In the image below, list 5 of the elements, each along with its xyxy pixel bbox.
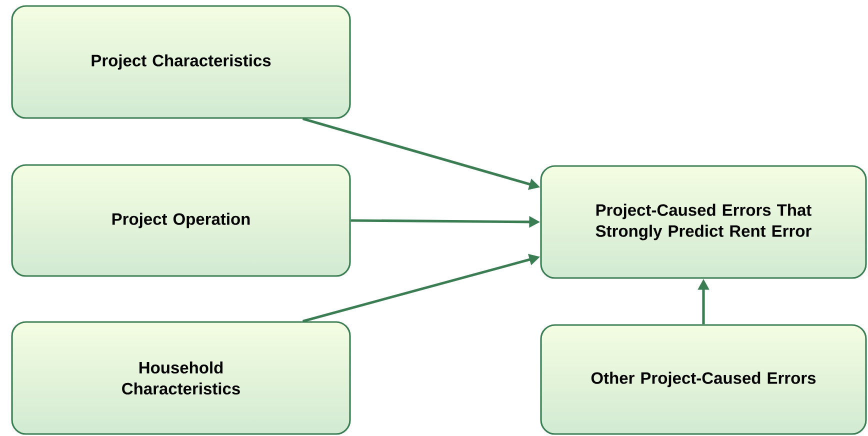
process-box: Household Characteristics <box>11 321 351 435</box>
process-box: Other Project-Caused Errors <box>540 324 867 435</box>
process-box: Project-Caused Errors That Strongly Predict Rent Error <box>540 165 867 279</box>
process-box: Project Characteristics <box>11 5 351 119</box>
process-box: Project Operation <box>11 164 351 277</box>
